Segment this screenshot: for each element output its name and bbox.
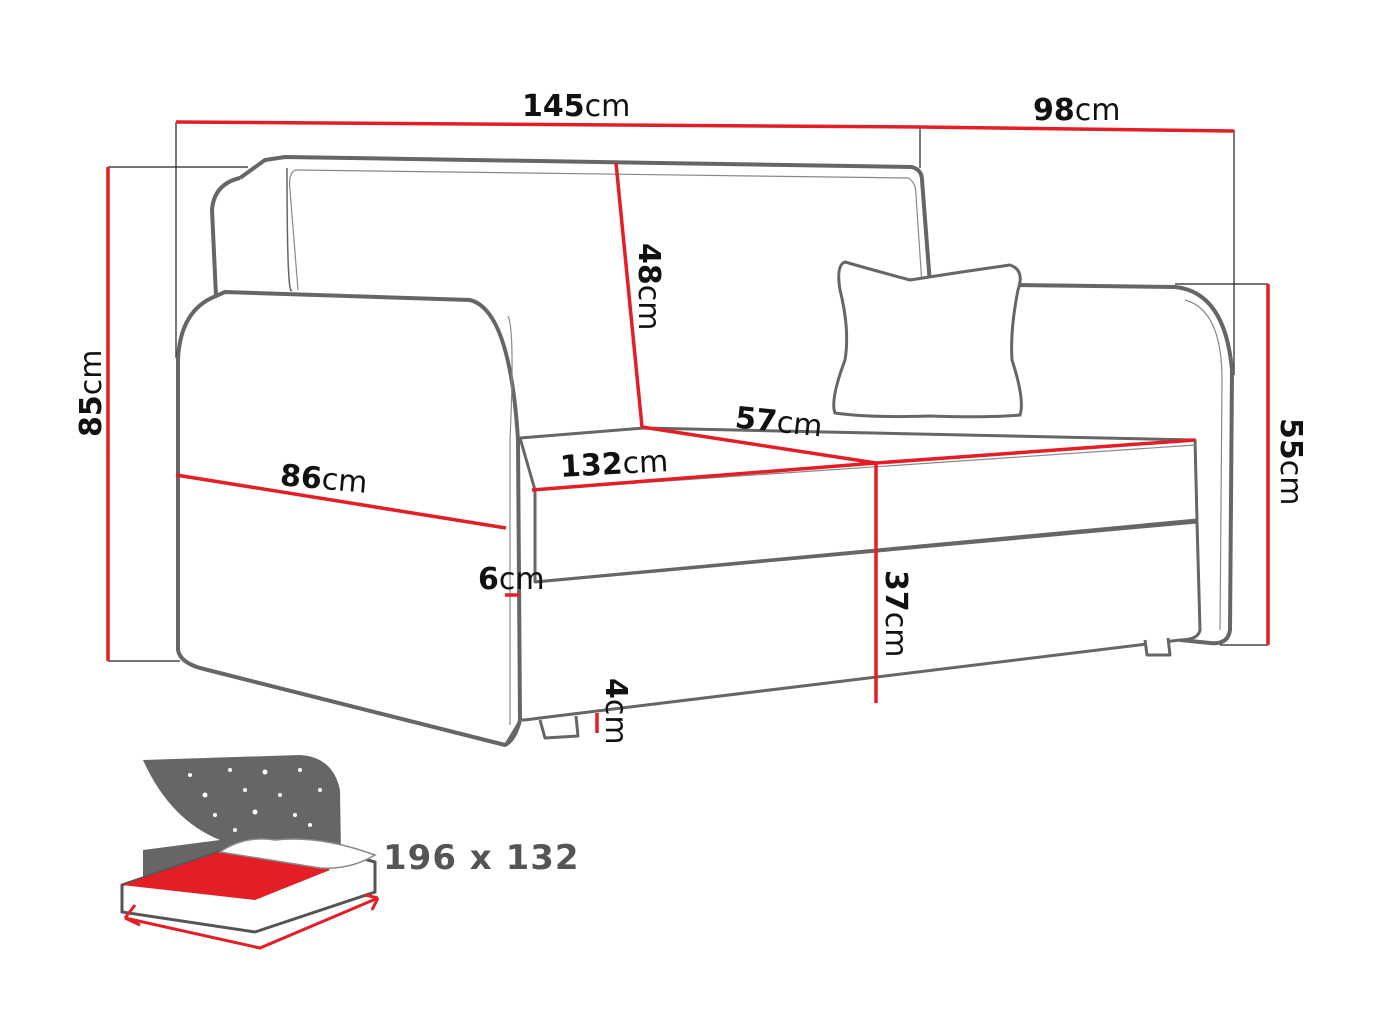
label-seat-height: 37cm xyxy=(878,570,913,658)
sofa-outline xyxy=(176,155,1234,747)
label-leg-height: 4cm xyxy=(598,678,633,745)
label-armrest-depth: 86cm xyxy=(278,458,369,501)
bed-icon xyxy=(120,755,380,950)
label-armrest-thickness: 6cm xyxy=(478,562,545,597)
label-width-total: 145cm xyxy=(522,89,631,124)
label-seat-depth: 57cm xyxy=(733,400,825,445)
label-armrest-height: 55cm xyxy=(1273,418,1308,506)
sleeping-area-size: 196 x 132 xyxy=(383,838,580,878)
label-seat-width: 132cm xyxy=(559,444,670,485)
dimension-lines xyxy=(106,120,1270,733)
extension-lines xyxy=(108,122,1268,662)
label-height-total: 85cm xyxy=(74,349,109,437)
label-backrest-height: 48cm xyxy=(631,243,666,331)
pillow xyxy=(832,260,1023,419)
label-depth-total: 98cm xyxy=(1033,93,1121,128)
